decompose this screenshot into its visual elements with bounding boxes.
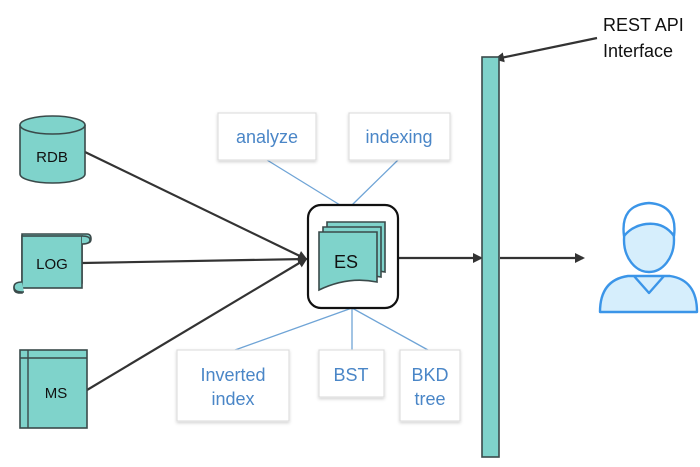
es-label: ES — [334, 252, 358, 272]
indexing-connector — [351, 159, 399, 206]
log-label: LOG — [36, 256, 68, 273]
bkd-connector — [351, 307, 429, 351]
database-cylinder-icon: RDB — [19, 115, 86, 184]
document-icon: MS — [19, 349, 88, 429]
es-engine: ES — [306, 203, 400, 310]
scroll-log-icon: LOG — [13, 233, 92, 294]
analyze-connector — [266, 159, 341, 206]
analyze-label: analyze — [236, 127, 298, 147]
api-label-line2: Interface — [603, 41, 673, 61]
rdb-label: RDB — [36, 149, 68, 166]
ms-to-es-arrow — [86, 257, 308, 391]
data-flow-arrows — [81, 36, 598, 391]
rest-api-bar — [481, 56, 500, 458]
inverted-index-box: Inverted index — [176, 349, 290, 422]
bst-label: BST — [333, 365, 368, 385]
connector-lines — [234, 159, 429, 351]
bkd-tree-box: BKD tree — [399, 349, 461, 422]
indexing-label: indexing — [365, 127, 432, 147]
inverted-label-line1: Inverted — [200, 365, 265, 385]
ms-label: MS — [45, 385, 68, 402]
api-label-line1: REST API — [603, 15, 684, 35]
stacked-documents-icon — [318, 221, 386, 292]
api-label-arrow — [494, 36, 598, 63]
inverted-connector — [234, 307, 353, 351]
bkd-label-line2: tree — [414, 389, 445, 409]
log-to-es-arrow — [81, 254, 308, 265]
bkd-label-line1: BKD — [411, 365, 448, 385]
user-avatar-icon — [598, 201, 699, 314]
analyze-box: analyze — [217, 112, 317, 161]
bst-box: BST — [318, 349, 385, 398]
rest-api-label: REST API Interface — [603, 15, 684, 61]
rdb-to-es-arrow — [84, 151, 308, 261]
inverted-label-line2: index — [211, 389, 254, 409]
indexing-box: indexing — [348, 112, 451, 161]
